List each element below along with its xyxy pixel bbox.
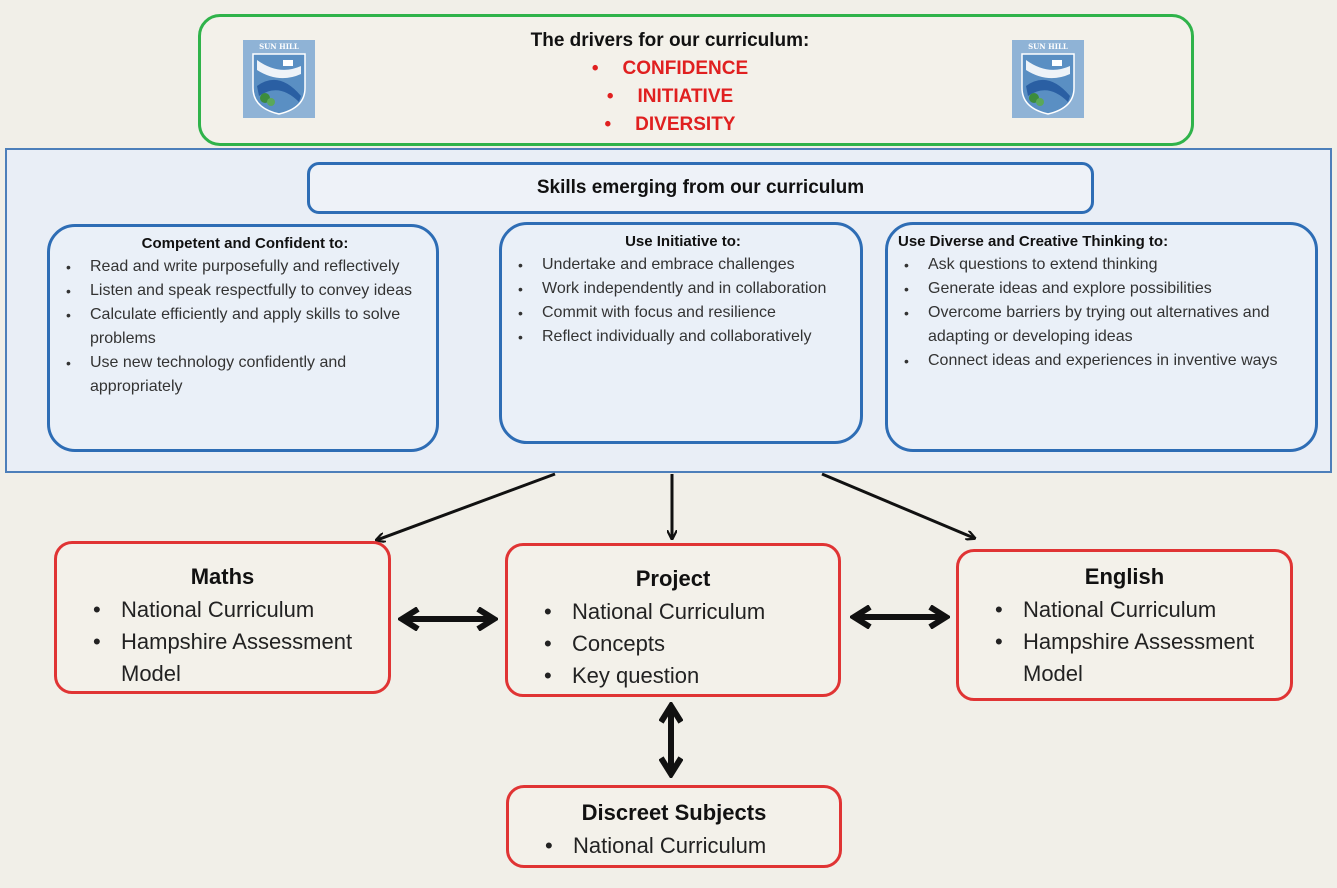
driver-item: • CONFIDENCE [360,58,980,80]
skill-item: Undertake and embrace challenges [516,253,850,277]
subject-item: National Curriculum [542,596,838,628]
driver-label: INITIATIVE [637,86,734,107]
subject-title: English [1084,564,1165,589]
skills-title: Skills emerging from our curriculum [307,162,1094,214]
skill-item: Generate ideas and explore possibilities [902,277,1305,301]
svg-text:SUN HILL: SUN HILL [1028,42,1068,51]
skill-item: Work independently and in collaboration [516,277,850,301]
subject-item: National Curriculum [993,594,1290,626]
skill-item: Commit with focus and resilience [516,301,850,325]
subject-item: Concepts [542,628,838,660]
skill-group-initiative: Use Initiative to: Undertake and embrace… [499,222,863,444]
subject-item: Hampshire Assessment Model [993,626,1290,690]
bullet-icon: • [606,86,614,107]
subject-item: National Curriculum [543,830,839,862]
subject-title: Discreet Subjects [581,800,767,825]
skill-item: Reflect individually and collaboratively [516,325,850,349]
skill-item: Listen and speak respectfully to convey … [64,279,426,303]
subject-project: Project National Curriculum Concepts Key… [505,543,841,697]
subject-item: Hampshire Assessment Model [91,626,388,690]
subject-item: National Curriculum [91,594,388,626]
skill-group-diverse-thinking: Use Diverse and Creative Thinking to: As… [885,222,1318,452]
skill-group-heading: Use Diverse and Creative Thinking to: [898,233,1169,250]
drivers-title: The drivers for our curriculum: [530,30,810,51]
driver-item: • DIVERSITY [360,114,980,136]
subject-item: Key question [542,660,838,692]
school-logo-right: SUN HILL [1012,40,1084,118]
skill-group-competent: Competent and Confident to: Read and wri… [47,224,439,452]
driver-label: CONFIDENCE [622,58,749,79]
svg-text:SUN HILL: SUN HILL [259,42,299,51]
bullet-icon: • [604,114,612,135]
driver-label: DIVERSITY [635,114,736,135]
skill-item: Ask questions to extend thinking [902,253,1305,277]
skill-item: Read and write purposefully and reflecti… [64,255,426,279]
skill-item: Connect ideas and experiences in inventi… [902,349,1305,373]
skill-group-heading: Use Initiative to: [625,233,741,250]
driver-item: • INITIATIVE [360,86,980,108]
subject-title: Project [635,566,711,591]
arrow-to-maths [377,472,556,540]
skill-group-heading: Competent and Confident to: [141,235,349,252]
subject-title: Maths [190,564,255,589]
bullet-icon: • [591,58,599,79]
skill-item: Calculate efficiently and apply skills t… [64,303,426,351]
skill-item: Use new technology confidently and appro… [64,351,426,399]
subject-maths: Maths National Curriculum Hampshire Asse… [54,541,391,694]
subject-discreet: Discreet Subjects National Curriculum [506,785,842,868]
skill-item: Overcome barriers by trying out alternat… [902,301,1305,349]
subject-english: English National Curriculum Hampshire As… [956,549,1293,701]
school-logo-left: SUN HILL [243,40,315,118]
arrow-to-english [821,472,974,538]
